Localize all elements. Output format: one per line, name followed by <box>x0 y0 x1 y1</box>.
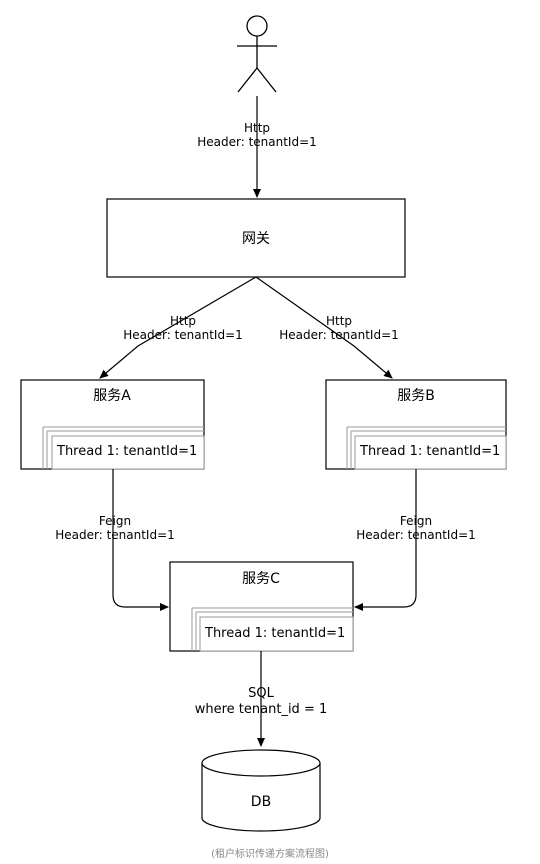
edge-label-gateway-b: Http Header: tenantId=1 <box>279 314 399 342</box>
service-c-title: 服务C <box>242 571 280 587</box>
service-c-box <box>169 561 354 652</box>
edge-label-protocol: Http <box>169 314 197 328</box>
edge-label-header: Header: tenantId=1 <box>123 328 243 342</box>
service-b-thread: Thread 1: tenantId=1 <box>360 444 501 459</box>
edge-label-gateway-a: Http Header: tenantId=1 <box>123 314 243 342</box>
edge-gateway-a <box>99 276 257 379</box>
service-a-title: 服务A <box>93 388 131 404</box>
service-b-title: 服务B <box>397 388 435 404</box>
edge-label-protocol: Feign <box>399 514 433 528</box>
edge-label-user-gateway: Http Header: tenantId=1 <box>197 121 317 149</box>
edge-label-c-db: SQL where tenant_id = 1 <box>195 686 328 718</box>
edge-label-header: Header: tenantId=1 <box>55 528 175 542</box>
edge-label-query: where tenant_id = 1 <box>194 702 328 717</box>
db-label: DB <box>250 794 272 810</box>
edge-a-c <box>112 469 169 611</box>
service-a-box <box>20 379 205 470</box>
edge-b-c <box>354 469 417 611</box>
edge-label-protocol: Feign <box>98 514 132 528</box>
service-a-thread: Thread 1: tenantId=1 <box>57 444 198 459</box>
gateway-box <box>106 198 406 278</box>
service-b-box <box>325 379 507 470</box>
database-icon <box>201 749 321 832</box>
edge-label-protocol: Http <box>325 314 353 328</box>
edge-label-header: Header: tenantId=1 <box>279 328 399 342</box>
edge-label-header: Header: tenantId=1 <box>197 135 317 149</box>
figure-caption: (租户标识传递方案流程图) <box>211 849 329 860</box>
edge-label-protocol: SQL <box>248 686 274 701</box>
edge-label-b-c: Feign Header: tenantId=1 <box>356 514 476 542</box>
edge-label-header: Header: tenantId=1 <box>356 528 476 542</box>
gateway-label: 网关 <box>242 231 270 247</box>
edge-label-protocol: Http <box>243 121 271 135</box>
service-c-thread: Thread 1: tenantId=1 <box>205 626 346 641</box>
edge-gateway-b <box>255 276 393 379</box>
user-actor-icon <box>237 15 277 93</box>
edge-label-a-c: Feign Header: tenantId=1 <box>55 514 175 542</box>
